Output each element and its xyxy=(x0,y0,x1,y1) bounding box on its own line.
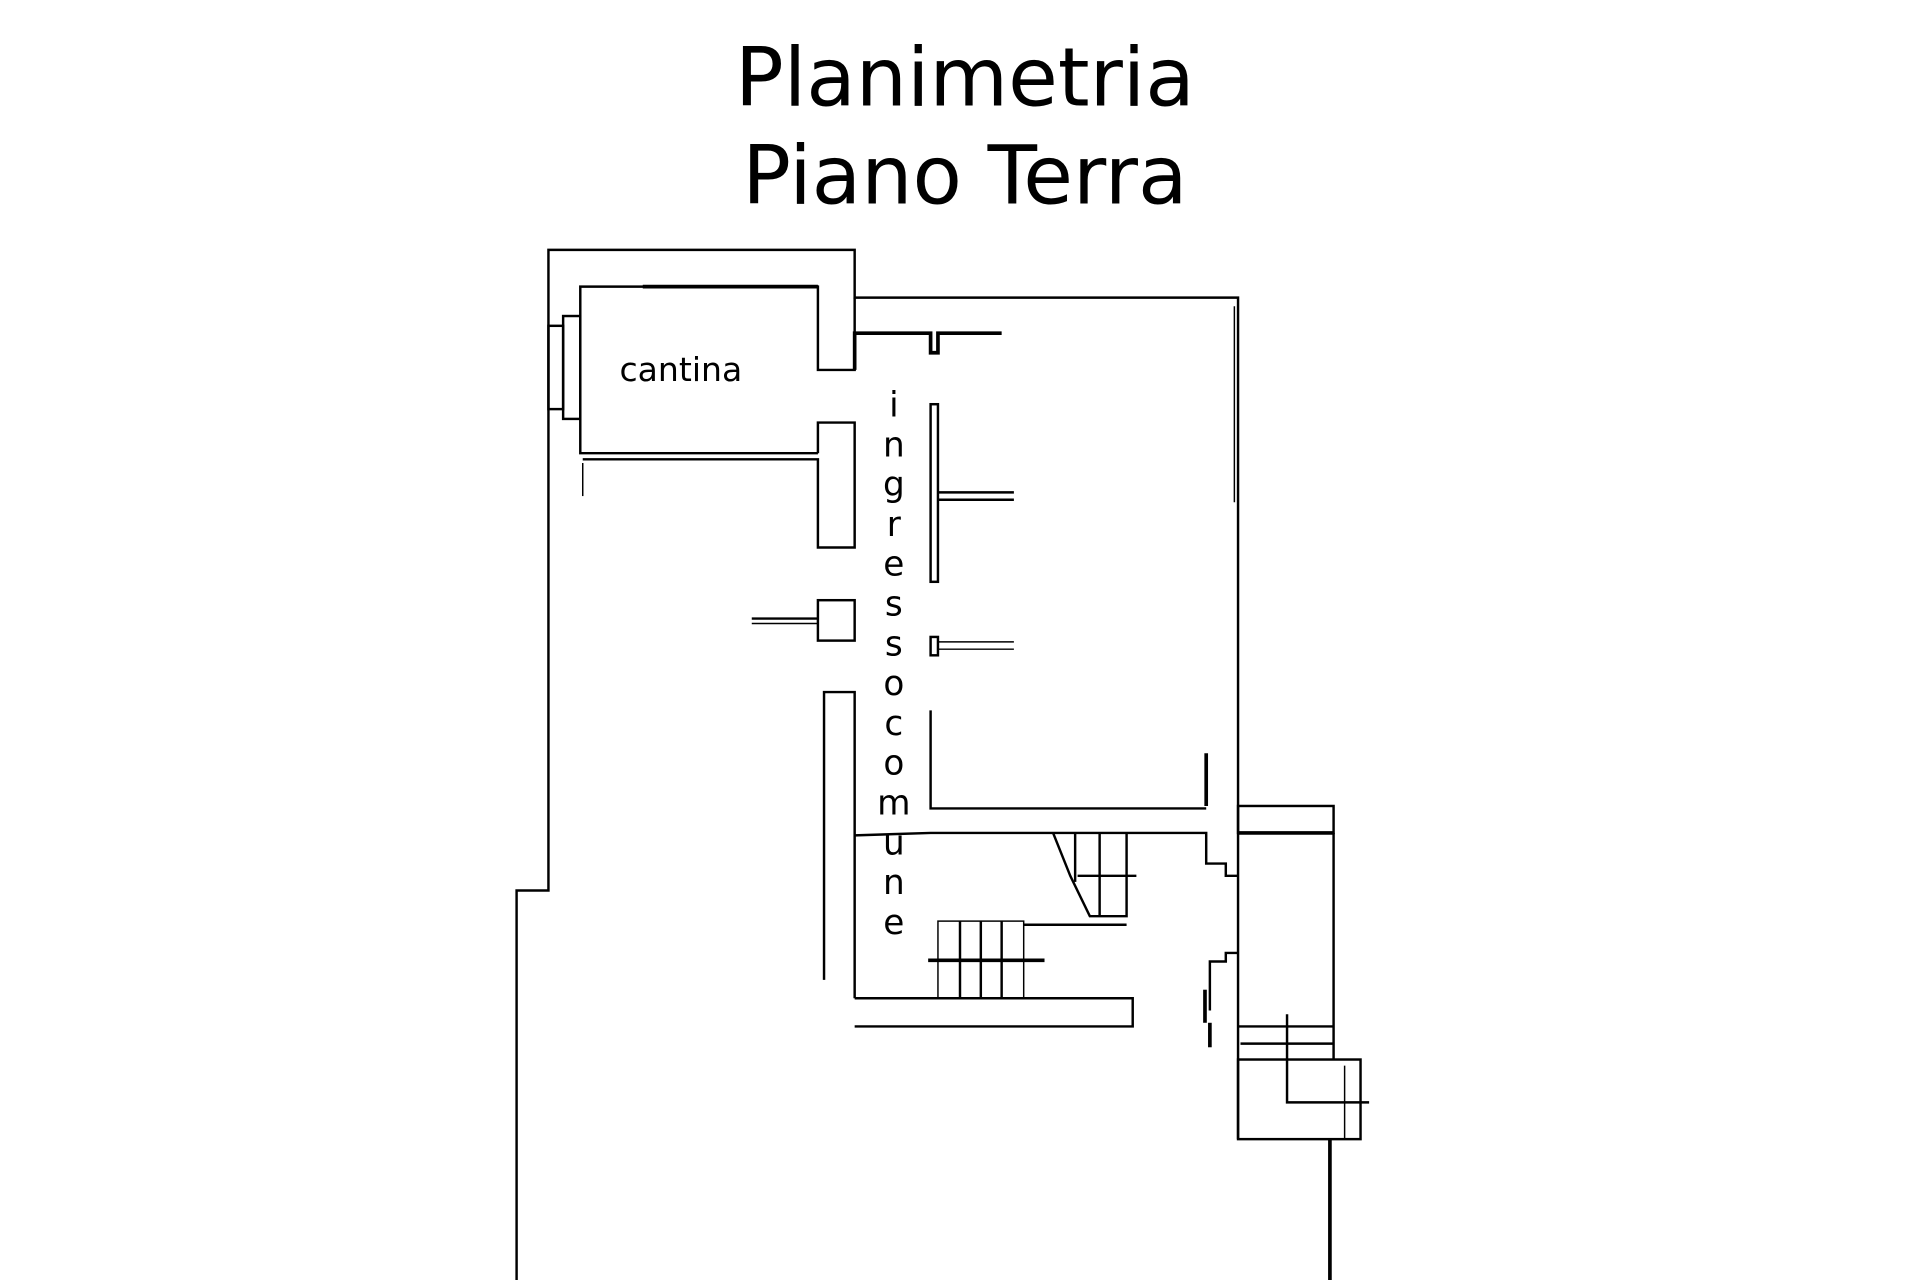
vertical-label-letter: c xyxy=(884,704,903,744)
outer-walls xyxy=(515,248,1240,1280)
room-label-cantina: cantina xyxy=(619,350,742,389)
plan-title-line2: Piano Terra xyxy=(742,129,1187,223)
vertical-label-letter: o xyxy=(883,664,904,704)
vertical-label-letter: s xyxy=(885,624,903,664)
vertical-label-letter: m xyxy=(877,784,910,824)
vertical-label-letter: n xyxy=(883,425,905,465)
vertical-label-letter: o xyxy=(883,744,904,784)
vertical-label-letter: u xyxy=(883,823,905,863)
vertical-label-letter: s xyxy=(885,585,903,625)
vertical-label-letter: e xyxy=(883,903,904,943)
right-annex xyxy=(1236,804,1370,1280)
plan-title-line1: Planimetria xyxy=(735,31,1195,125)
window-icon xyxy=(547,324,565,411)
vertical-label-letter: e xyxy=(883,545,904,585)
vertical-label-letter: g xyxy=(883,465,905,505)
cantina-room xyxy=(547,284,856,549)
vertical-label-letter: n xyxy=(883,863,905,903)
vertical-label-letter: i xyxy=(889,385,899,425)
corridor-walls xyxy=(751,331,1239,1048)
stairs-2 xyxy=(928,920,1045,1000)
stairs-1 xyxy=(1023,832,1137,927)
vertical-label-letter: r xyxy=(887,505,902,545)
